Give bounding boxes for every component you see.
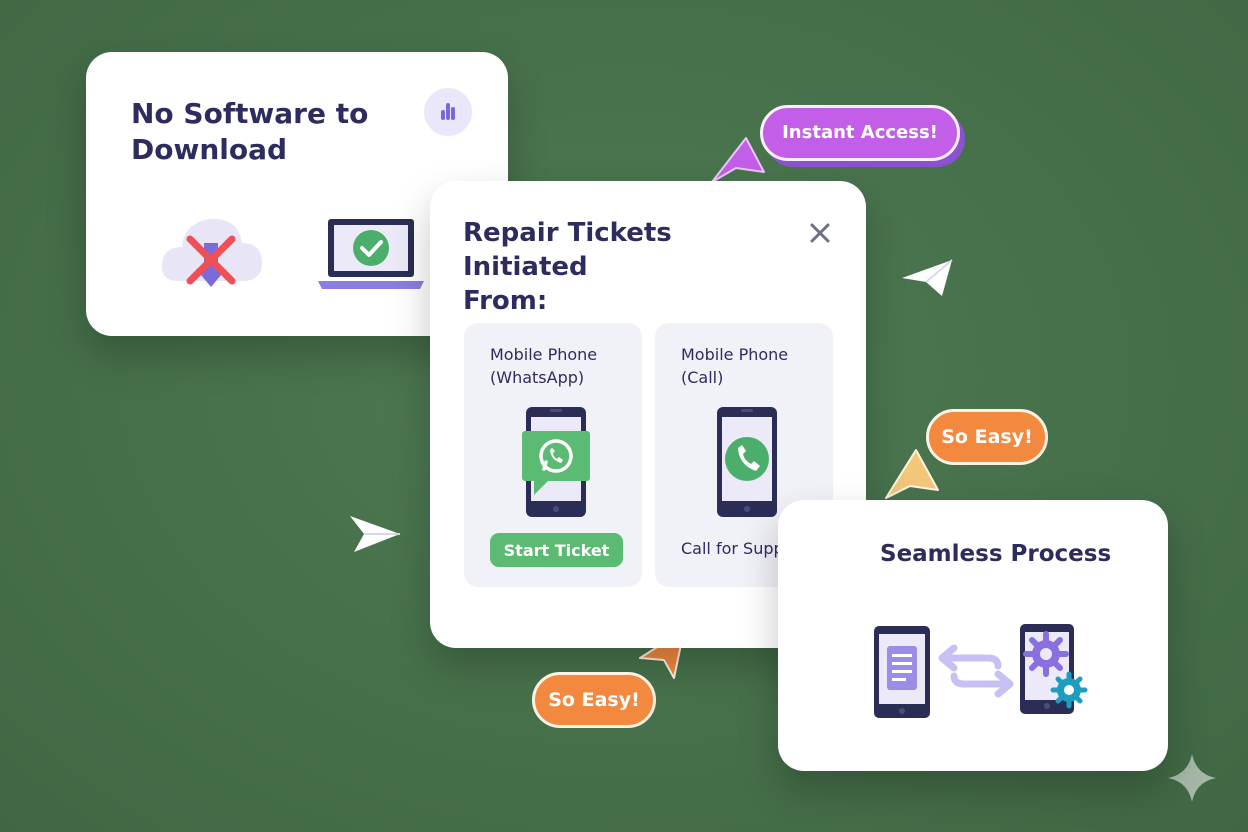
whatsapp-label-line1: Mobile Phone (490, 345, 598, 364)
laptop-check-icon (318, 219, 424, 289)
repair-tickets-title: Repair Tickets Initiated From: (463, 217, 783, 318)
no-software-title-line2: Download (131, 133, 288, 167)
call-option-panel: Mobile Phone (Call) Call for Support (655, 323, 833, 587)
instant-access-badge: Instant Access! (760, 105, 960, 161)
repair-title-line2: From: (463, 285, 548, 316)
paper-plane-left-icon (350, 516, 400, 552)
start-ticket-button[interactable]: Start Ticket (490, 533, 623, 567)
call-phone-icon (717, 407, 777, 517)
repair-title-line1: Repair Tickets Initiated (463, 218, 672, 282)
close-icon[interactable] (806, 219, 834, 247)
swap-arrows-icon (938, 644, 1014, 698)
seamless-process-title: Seamless Process (880, 541, 1112, 567)
whatsapp-option-label: Mobile Phone (WhatsApp) (490, 343, 597, 389)
whatsapp-option-panel: Mobile Phone (WhatsApp) Start Ticket (464, 323, 642, 587)
call-label-line1: Mobile Phone (681, 345, 789, 364)
no-software-title-line1: No Software to (131, 97, 369, 130)
no-software-title: No Software to Download (131, 96, 391, 169)
sparkle-icon (1168, 754, 1216, 802)
whatsapp-label-line2: (WhatsApp) (490, 368, 585, 387)
seamless-process-illustration (874, 624, 1088, 718)
so-easy-badge-top: So Easy! (926, 409, 1048, 465)
bar-chart-icon (424, 88, 472, 136)
call-for-support-link[interactable]: Call for Support (681, 539, 807, 558)
phone-settings-icon (1020, 624, 1088, 714)
seamless-process-card: Seamless Process (778, 500, 1168, 771)
call-label-line2: (Call) (681, 368, 724, 387)
so-easy-badge-bottom: So Easy! (532, 672, 656, 728)
whatsapp-phone-icon (522, 407, 590, 517)
purple-arrow-icon (711, 137, 765, 183)
phone-document-icon (874, 626, 930, 718)
cloud-download-blocked-icon (161, 218, 262, 287)
yellow-arrow-icon (885, 449, 939, 499)
call-option-label: Mobile Phone (Call) (681, 343, 788, 389)
paper-plane-right-icon (902, 259, 953, 296)
